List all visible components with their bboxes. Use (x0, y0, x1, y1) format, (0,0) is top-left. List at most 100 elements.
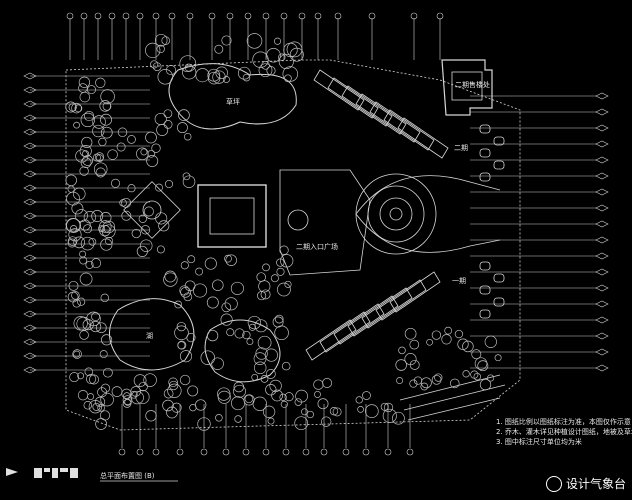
leader-tag (23, 352, 37, 360)
tree-icon (99, 350, 108, 359)
tree-icon (168, 380, 179, 391)
tree-icon (76, 316, 91, 331)
leader-tag (23, 212, 37, 220)
leader-tag (595, 364, 609, 372)
tree-icon (164, 179, 174, 189)
tree-icon (95, 167, 106, 178)
tree-icon (237, 66, 251, 80)
tree-icon (156, 44, 165, 54)
tree-icon (100, 212, 112, 224)
tree-icon (83, 211, 97, 224)
tree-icon (84, 110, 95, 122)
tree-icon (212, 279, 224, 291)
tree-icon (151, 143, 161, 153)
leader-tag (595, 268, 609, 276)
tree-icon (253, 361, 267, 375)
villa-unit (305, 319, 357, 361)
tree-icon (92, 124, 105, 138)
tree-icon (97, 225, 105, 233)
tree-icon (179, 350, 193, 363)
leader-tag (368, 12, 376, 20)
tree-icon (450, 378, 460, 389)
tree-icon (479, 378, 492, 391)
tree-icon (234, 415, 242, 423)
tree-icon (150, 60, 159, 69)
tree-icon (274, 314, 284, 324)
parking-stall (493, 297, 505, 307)
villa-unit (383, 109, 435, 151)
leader-tag (595, 140, 609, 148)
tree-icon (100, 113, 112, 126)
tree-icon (156, 245, 165, 254)
tree-icon (226, 328, 235, 337)
leader-tag (23, 198, 37, 206)
villa-rows-northeast (313, 69, 505, 182)
tree-icon (413, 376, 423, 385)
tree-icon (265, 369, 276, 379)
leader-tag (262, 448, 270, 456)
leader-tag (152, 448, 160, 456)
tree-icon (260, 375, 269, 383)
tree-icon (121, 197, 132, 208)
leader-tag (23, 310, 37, 318)
tree-icon (395, 359, 407, 371)
tree-icon (72, 299, 81, 308)
leader-tag (226, 12, 234, 20)
tree-icon (396, 377, 404, 385)
leader-tag (595, 156, 609, 164)
leader-tag (23, 268, 37, 276)
tree-icon (139, 239, 153, 252)
leader-tag (23, 282, 37, 290)
tree-icon (99, 100, 111, 112)
tree-icon (174, 300, 183, 309)
tree-icon (92, 115, 106, 129)
villa-unit (319, 311, 371, 353)
tree-icon (179, 55, 197, 73)
tree-icon (102, 220, 116, 234)
tree-icon (221, 302, 232, 313)
tree-icon (95, 322, 107, 334)
tree-icon (295, 389, 308, 403)
note-1: 1. 图纸比例以图纸标注为准，本图仅作示意 (496, 417, 631, 426)
tree-icon (152, 62, 162, 72)
tree-icon (155, 212, 168, 225)
tree-icon (195, 267, 204, 276)
tree-icon (65, 218, 81, 233)
watermark: 设计气象台 (545, 475, 626, 492)
tree-icon (87, 393, 95, 401)
label-north-lawn: 草坪 (226, 97, 240, 106)
leader-tag (334, 12, 342, 20)
tree-icon (426, 338, 433, 346)
tree-icon (127, 184, 136, 193)
parking-stall (493, 136, 505, 146)
tree-icon (286, 41, 303, 58)
leader-tag (186, 12, 194, 20)
tree-icon (224, 254, 232, 263)
tree-icon (265, 384, 277, 396)
parking-stall (479, 172, 491, 182)
tree-icon (163, 109, 173, 119)
leader-tag (595, 300, 609, 308)
tree-icon (179, 285, 190, 296)
tree-icon (246, 33, 263, 49)
villa-unit (355, 93, 407, 135)
tree-icon (140, 148, 148, 156)
tree-icon (231, 396, 245, 411)
leader-tag (595, 108, 609, 116)
leader-tag (595, 220, 609, 228)
tree-icon (276, 258, 285, 267)
tree-icon (257, 335, 272, 350)
parking-stall (479, 124, 491, 134)
tree-icon (457, 338, 469, 350)
tree-icon (95, 77, 106, 88)
tree-icon (189, 404, 197, 412)
leader-tag (595, 316, 609, 324)
tree-icon (222, 76, 230, 83)
tree-icon (74, 104, 83, 113)
tree-icon (392, 411, 405, 425)
tree-icon (278, 53, 286, 61)
leader-tag (208, 12, 216, 20)
watermark-text: 设计气象台 (565, 477, 626, 491)
villa-unit (313, 69, 365, 111)
tree-icon (204, 257, 217, 270)
